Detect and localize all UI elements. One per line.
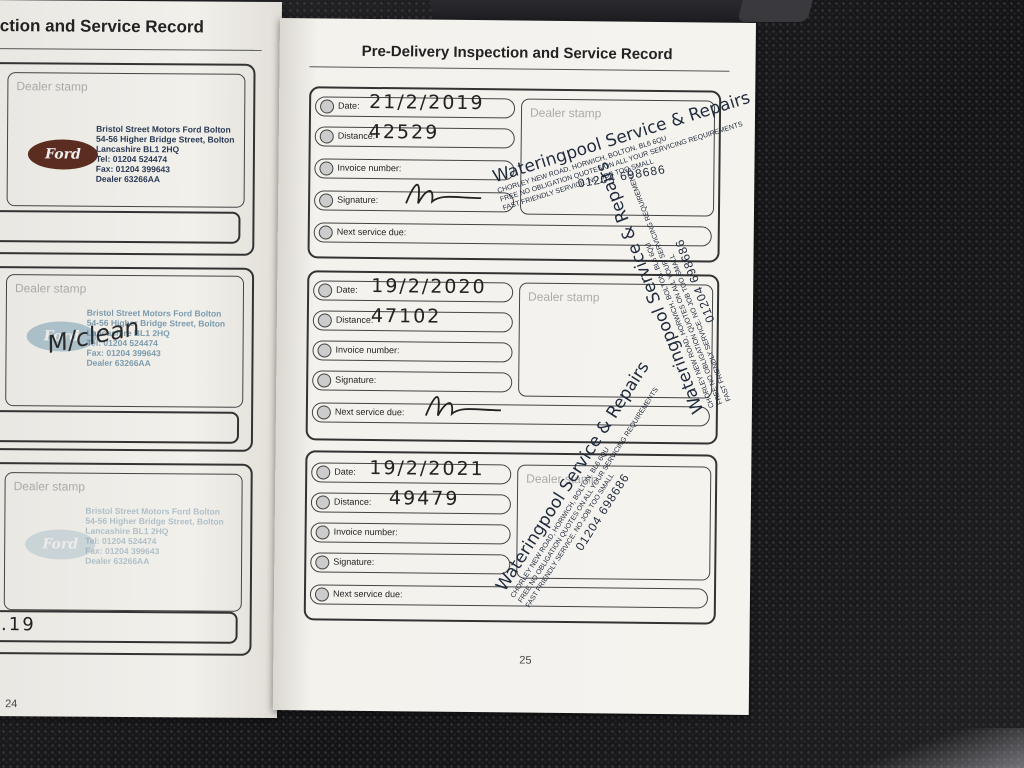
page-number-left: 24: [5, 698, 18, 711]
handwritten-distance: 42529: [368, 120, 440, 144]
left-title-rule: [0, 48, 262, 51]
light-reflection: [844, 728, 1024, 768]
dealer-stamp-label: Dealer stamp: [529, 105, 602, 121]
dealer-stamp-label: Dealer stamp: [16, 79, 88, 94]
ford-logo: Ford: [27, 139, 99, 170]
signature-field[interactable]: Signature:: [310, 552, 511, 575]
strap-top: [737, 0, 813, 22]
dealer-stamp-label: Dealer stamp: [528, 289, 600, 305]
page-number-right: 25: [519, 654, 532, 667]
left-row-field[interactable]: [0, 209, 241, 244]
left-page: ction and Service Record Dealer stamp Fo…: [0, 0, 282, 719]
left-row-field[interactable]: 2.19: [0, 609, 238, 644]
handwritten-date: 19/2/2020: [371, 274, 487, 299]
handwritten-date: 19/2/2021: [369, 456, 485, 481]
left-record-card-1: Dealer stamp Ford Bristol Street Motors …: [0, 61, 256, 256]
left-record-card-3: Dealer stamp Ford Bristol Street Motors …: [0, 461, 253, 656]
invoice-number-field[interactable]: Invoice number:: [310, 522, 511, 545]
dealer-stamp-box: Dealer stamp Ford Bristol Street Motors …: [5, 274, 245, 408]
handwritten-date: 21/2/2019: [369, 90, 485, 115]
handwritten-distance: 47102: [370, 304, 442, 328]
right-page-title: Pre-Delivery Inspection and Service Reco…: [361, 42, 673, 64]
service-record-card-2: Date: Distance: Invoice number: Signatur…: [305, 159, 733, 445]
invoice-number-field[interactable]: Invoice number:: [312, 340, 513, 363]
dealer-stamp-box: Dealer stamp Ford Bristol Street Motors …: [6, 72, 246, 208]
dealer-stamp-box: Dealer stamp Ford Bristol Street Motors …: [3, 472, 243, 612]
right-page: Pre-Delivery Inspection and Service Reco…: [272, 18, 756, 715]
handwritten-distance: 49479: [388, 487, 460, 510]
handwritten-signature: [405, 183, 482, 204]
left-row-field[interactable]: [0, 409, 240, 444]
dealer-stamp-label: Dealer stamp: [14, 281, 87, 296]
service-record-card-3: Date: Distance: Invoice number: Signatur…: [303, 358, 718, 625]
handwritten-date-fragment: 2.19: [0, 613, 36, 636]
service-record-card-1: Date: Distance: Invoice number: Signatur…: [307, 86, 753, 263]
left-record-card-2: Dealer stamp Ford Bristol Street Motors …: [0, 265, 255, 452]
right-title-rule: [309, 66, 730, 72]
handwritten-signature: [425, 396, 501, 417]
left-page-title: ction and Service Record: [0, 16, 204, 37]
dealer-stamp-label: Dealer stamp: [13, 479, 86, 494]
